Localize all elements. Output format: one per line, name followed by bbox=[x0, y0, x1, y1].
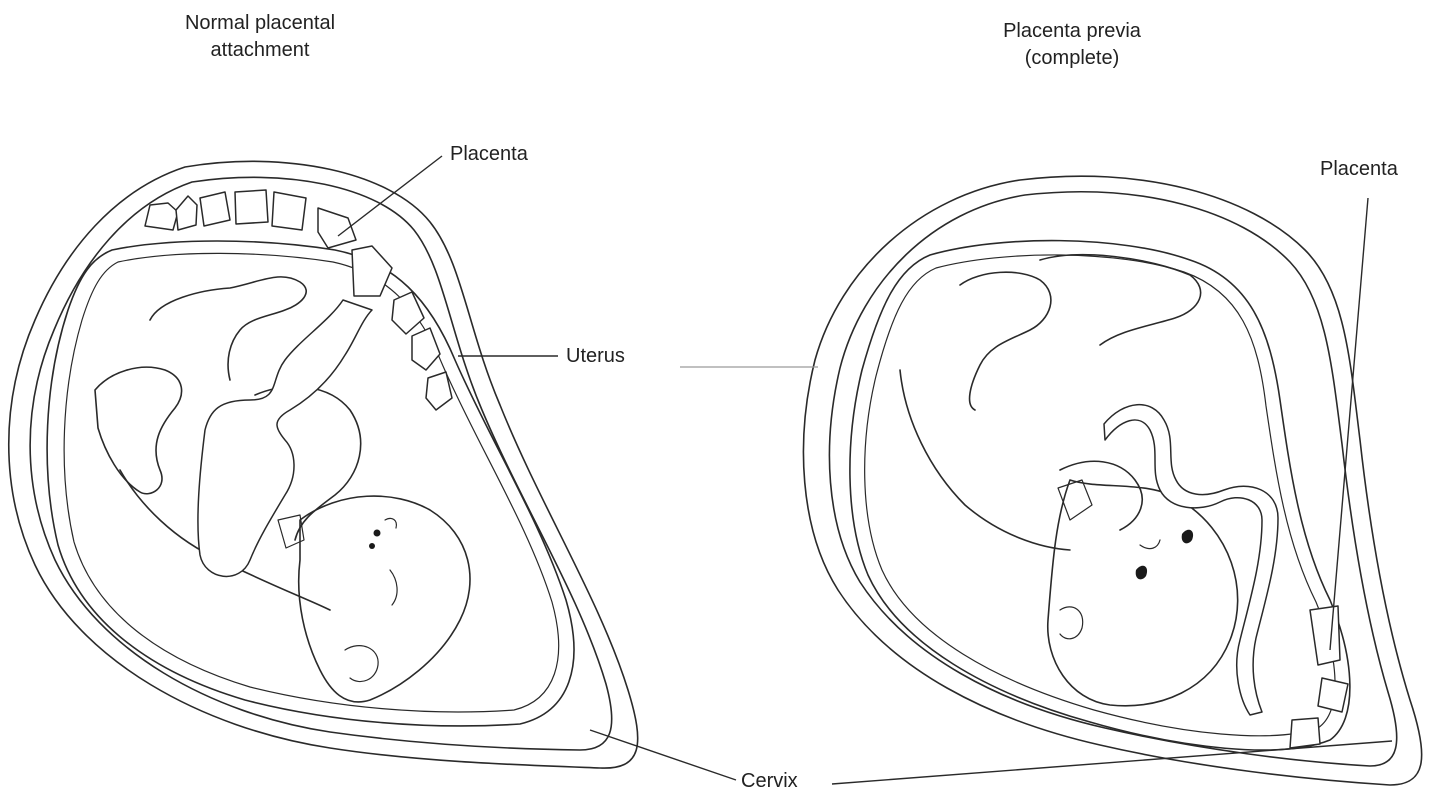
leader-cervix-normal bbox=[590, 730, 736, 780]
previa-uterus-inner-wall bbox=[829, 192, 1396, 766]
label-placenta-normal: Placenta bbox=[450, 142, 528, 166]
normal-umbilical-cord bbox=[198, 300, 372, 576]
label-uterus: Uterus bbox=[566, 344, 625, 368]
leader-placenta-normal bbox=[338, 156, 442, 236]
normal-amniotic-sac bbox=[47, 241, 574, 726]
previa-uterus-figure bbox=[803, 176, 1421, 785]
label-cervix: Cervix bbox=[741, 769, 798, 793]
normal-uterus-figure bbox=[9, 161, 638, 768]
previa-fetus bbox=[900, 255, 1238, 706]
normal-amniotic-sac-inner bbox=[64, 253, 559, 712]
label-placenta-previa: Placenta bbox=[1320, 157, 1398, 181]
normal-uterus-inner-wall bbox=[30, 177, 612, 750]
previa-umbilical-cord bbox=[1104, 405, 1278, 715]
previa-placenta bbox=[1290, 606, 1348, 748]
